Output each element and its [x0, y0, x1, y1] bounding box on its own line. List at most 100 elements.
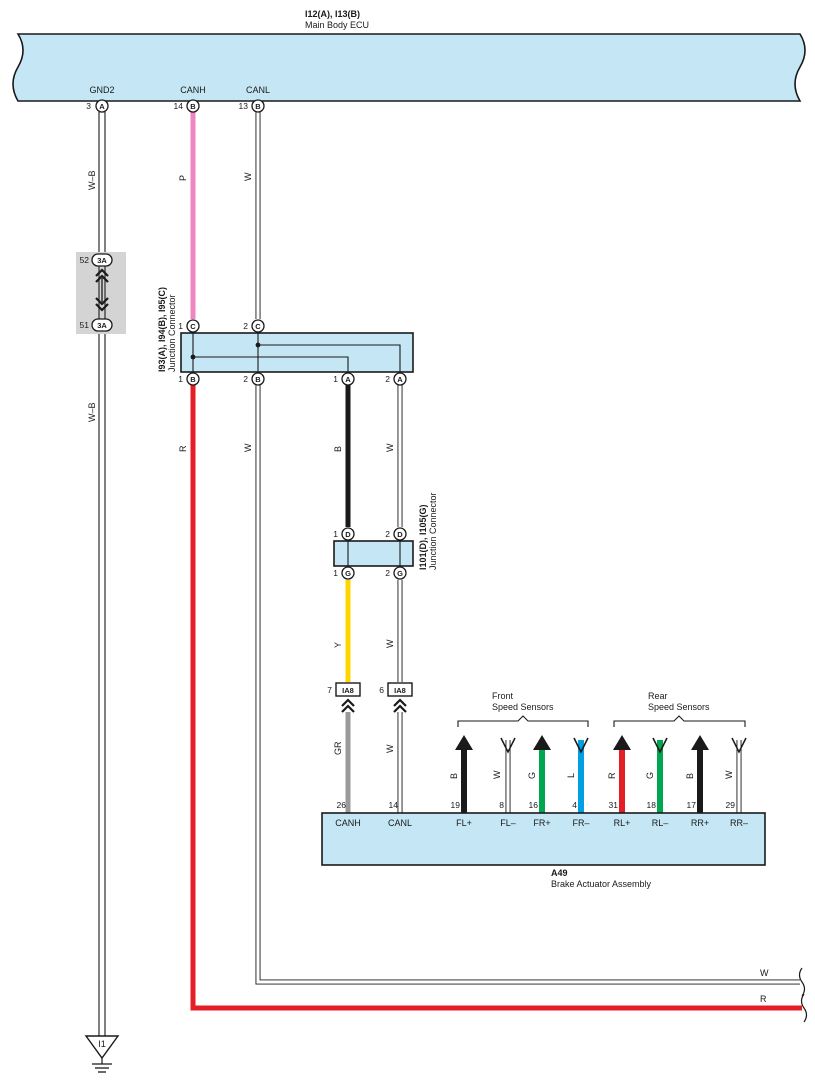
inline-conn-label-top: 3A	[97, 256, 107, 265]
jc2-codes: I101(D), I105(G)	[418, 504, 428, 570]
pin-conn-letter: G	[345, 569, 351, 578]
sensor-arrow-icon	[455, 735, 473, 750]
wire-break-mark-w	[798, 967, 806, 997]
sensor-arrow-icon	[691, 735, 709, 750]
actuator-pin-name: FL+	[456, 818, 472, 828]
ecu-pins: A 3 B 14 B 13	[86, 99, 265, 113]
pin-number: 1	[178, 374, 183, 384]
wire-label: W	[385, 639, 395, 648]
pin-conn-letter: A	[397, 375, 403, 384]
ecu-pin-label-canl: CANL	[246, 85, 270, 95]
rear-group-line2: Speed Sensors	[648, 702, 710, 712]
actuator-pin-number: 29	[726, 800, 736, 810]
ecu-pin-label-canh: CANH	[180, 85, 206, 95]
sensor-v-icon	[573, 737, 589, 754]
jc1-box	[180, 332, 414, 373]
wire-label: G	[645, 772, 655, 779]
pin-number: 1	[178, 321, 183, 331]
actuator-pin-name: RL–	[652, 818, 669, 828]
actuator-pin-name: CANL	[388, 818, 412, 828]
pin-conn-letter: G	[397, 569, 403, 578]
wires	[98, 112, 808, 1036]
wire-label: R	[760, 994, 767, 1004]
actuator-pin-number: 8	[499, 800, 504, 810]
pin-conn-letter: C	[255, 322, 261, 331]
inline-pin-number-top: 52	[80, 255, 90, 265]
jc1-codes: I93(A), I94(B), I95(C)	[157, 287, 167, 372]
ground-triangle-icon	[84, 1035, 120, 1060]
actuator-pin-name: FL–	[500, 818, 516, 828]
wire-label: W	[243, 172, 253, 181]
sensor-v-icon	[652, 737, 668, 754]
rear-group-line1: Rear	[648, 691, 668, 701]
pin-circle	[341, 527, 355, 541]
pin-circle	[186, 99, 200, 113]
sensor-arrow-icon	[533, 735, 551, 750]
ia8-label-right: IA8	[394, 686, 406, 695]
pin-number: 2	[385, 568, 390, 578]
pin-conn-letter: B	[190, 102, 196, 111]
ecu-pin-label-gnd2: GND2	[89, 85, 114, 95]
actuator-pin-number: 17	[687, 800, 697, 810]
pin-number: 2	[243, 374, 248, 384]
jc1-name: Junction Connector	[167, 294, 177, 372]
wire-label: W	[385, 744, 395, 753]
pin-number: 1	[333, 374, 338, 384]
pin-conn-letter: D	[397, 530, 403, 539]
pin-conn-letter: B	[255, 375, 261, 384]
sensor-arrow-icon	[613, 735, 631, 750]
actuator-pin-name: RR+	[691, 818, 709, 828]
junction-connector-2: I101(D), I105(G) Junction Connector D 1 …	[333, 492, 438, 580]
wire-label: W	[492, 770, 502, 779]
pin-number: 2	[385, 374, 390, 384]
wire-label: W	[385, 443, 395, 452]
actuator-pin-number: 16	[529, 800, 539, 810]
actuator-code: A49	[551, 868, 568, 878]
actuator-pin-number: 18	[647, 800, 657, 810]
wire-color-labels: W–B W–B P W R W B W Y W GR W B W G L R G…	[87, 170, 769, 1004]
sensor-v-icon	[500, 737, 516, 754]
pin-conn-letter: B	[255, 102, 261, 111]
actuator-pin-name: RL+	[614, 818, 631, 828]
ia8-box-left	[335, 682, 361, 697]
wire-label: W	[760, 968, 769, 978]
junction-connector-1: I93(A), I94(B), I95(C) Junction Connecto…	[157, 287, 414, 386]
pin-circle	[393, 566, 407, 580]
ecu-box	[12, 33, 806, 102]
actuator-pin-name: FR–	[572, 818, 589, 828]
pin-circle	[186, 319, 200, 333]
actuator-pin-number: 4	[572, 800, 577, 810]
wire-label: Y	[333, 642, 343, 648]
wire-label: L	[566, 773, 576, 778]
ground-label: I1	[98, 1039, 106, 1049]
wire-label: W–B	[87, 170, 97, 190]
splice-dot	[190, 354, 196, 360]
pin-conn-letter: A	[345, 375, 351, 384]
inline-conn-label-bottom: 3A	[97, 321, 107, 330]
rear-sensors-brace	[613, 715, 746, 727]
pin-circle	[341, 372, 355, 386]
actuator-pin-name: RR–	[730, 818, 748, 828]
wire-label: B	[449, 773, 459, 779]
pin-circle	[186, 372, 200, 386]
pin-number: 2	[243, 321, 248, 331]
ia8-chevron-icon	[341, 698, 355, 713]
pin-number: 1	[333, 529, 338, 539]
pin-circle	[393, 372, 407, 386]
wire-label: B	[333, 446, 343, 452]
pin-number: 2	[385, 529, 390, 539]
ia8-pin-number-right: 6	[379, 685, 384, 695]
sensor-v-icon	[731, 737, 747, 754]
mating-chevron-icon	[95, 297, 109, 312]
splice-dot	[255, 342, 261, 348]
wire-label: R	[607, 772, 617, 779]
inline-pin-oval-bottom	[91, 318, 113, 332]
jc1-bus-canl	[257, 333, 401, 372]
pin-conn-letter: A	[99, 102, 105, 111]
wire-break-mark-r	[800, 993, 808, 1023]
pin-conn-letter: D	[345, 530, 351, 539]
ia8-chevron-icon	[393, 698, 407, 713]
actuator-name: Brake Actuator Assembly	[551, 879, 652, 889]
ecu-name: Main Body ECU	[305, 20, 369, 30]
